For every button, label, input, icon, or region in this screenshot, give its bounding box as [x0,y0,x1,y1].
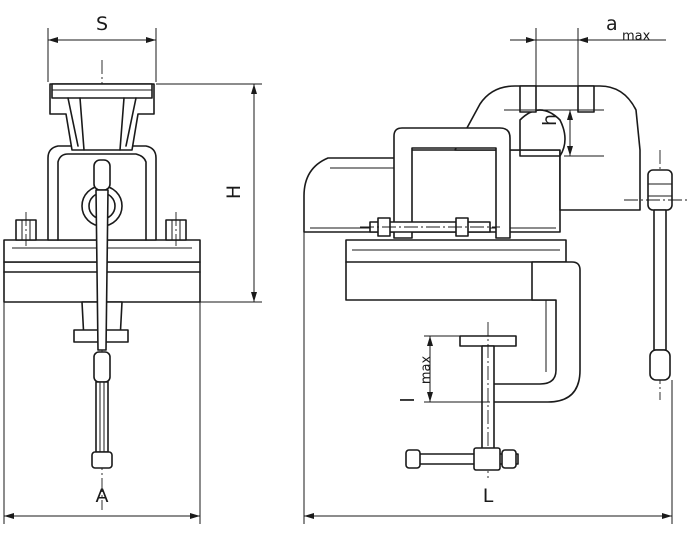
side-jaw-plate-right [577,85,595,113]
dim-h-label: H [223,185,245,199]
dim-h-jaw-label: h [539,114,561,126]
dim-l-label: L [483,485,494,507]
side-jaw-plate-left [519,85,537,113]
dim-amax-letter: a [606,13,618,35]
dim-amax-sub: max [622,29,651,44]
side-handle-hub [647,169,673,211]
front-handle-lever [95,189,109,351]
side-handle-knob [649,349,671,381]
side-body [303,149,561,233]
side-head [454,85,641,211]
dim-a-label: A [96,485,109,507]
front-bolt-right [165,212,187,246]
side-view: a max h l max L [303,13,690,524]
front-view: S H A [3,13,262,524]
dim-lmax-letter: l [397,397,419,402]
front-screw-knob [91,451,113,469]
side-handle-bar [653,209,667,351]
front-clamp-screw [95,381,109,453]
front-bolt-left [15,212,37,246]
side-c-clamp [489,261,581,403]
front-handle-top [93,159,111,191]
dim-s-label: S [96,13,108,35]
dim-lmax-sub: max [419,356,434,385]
